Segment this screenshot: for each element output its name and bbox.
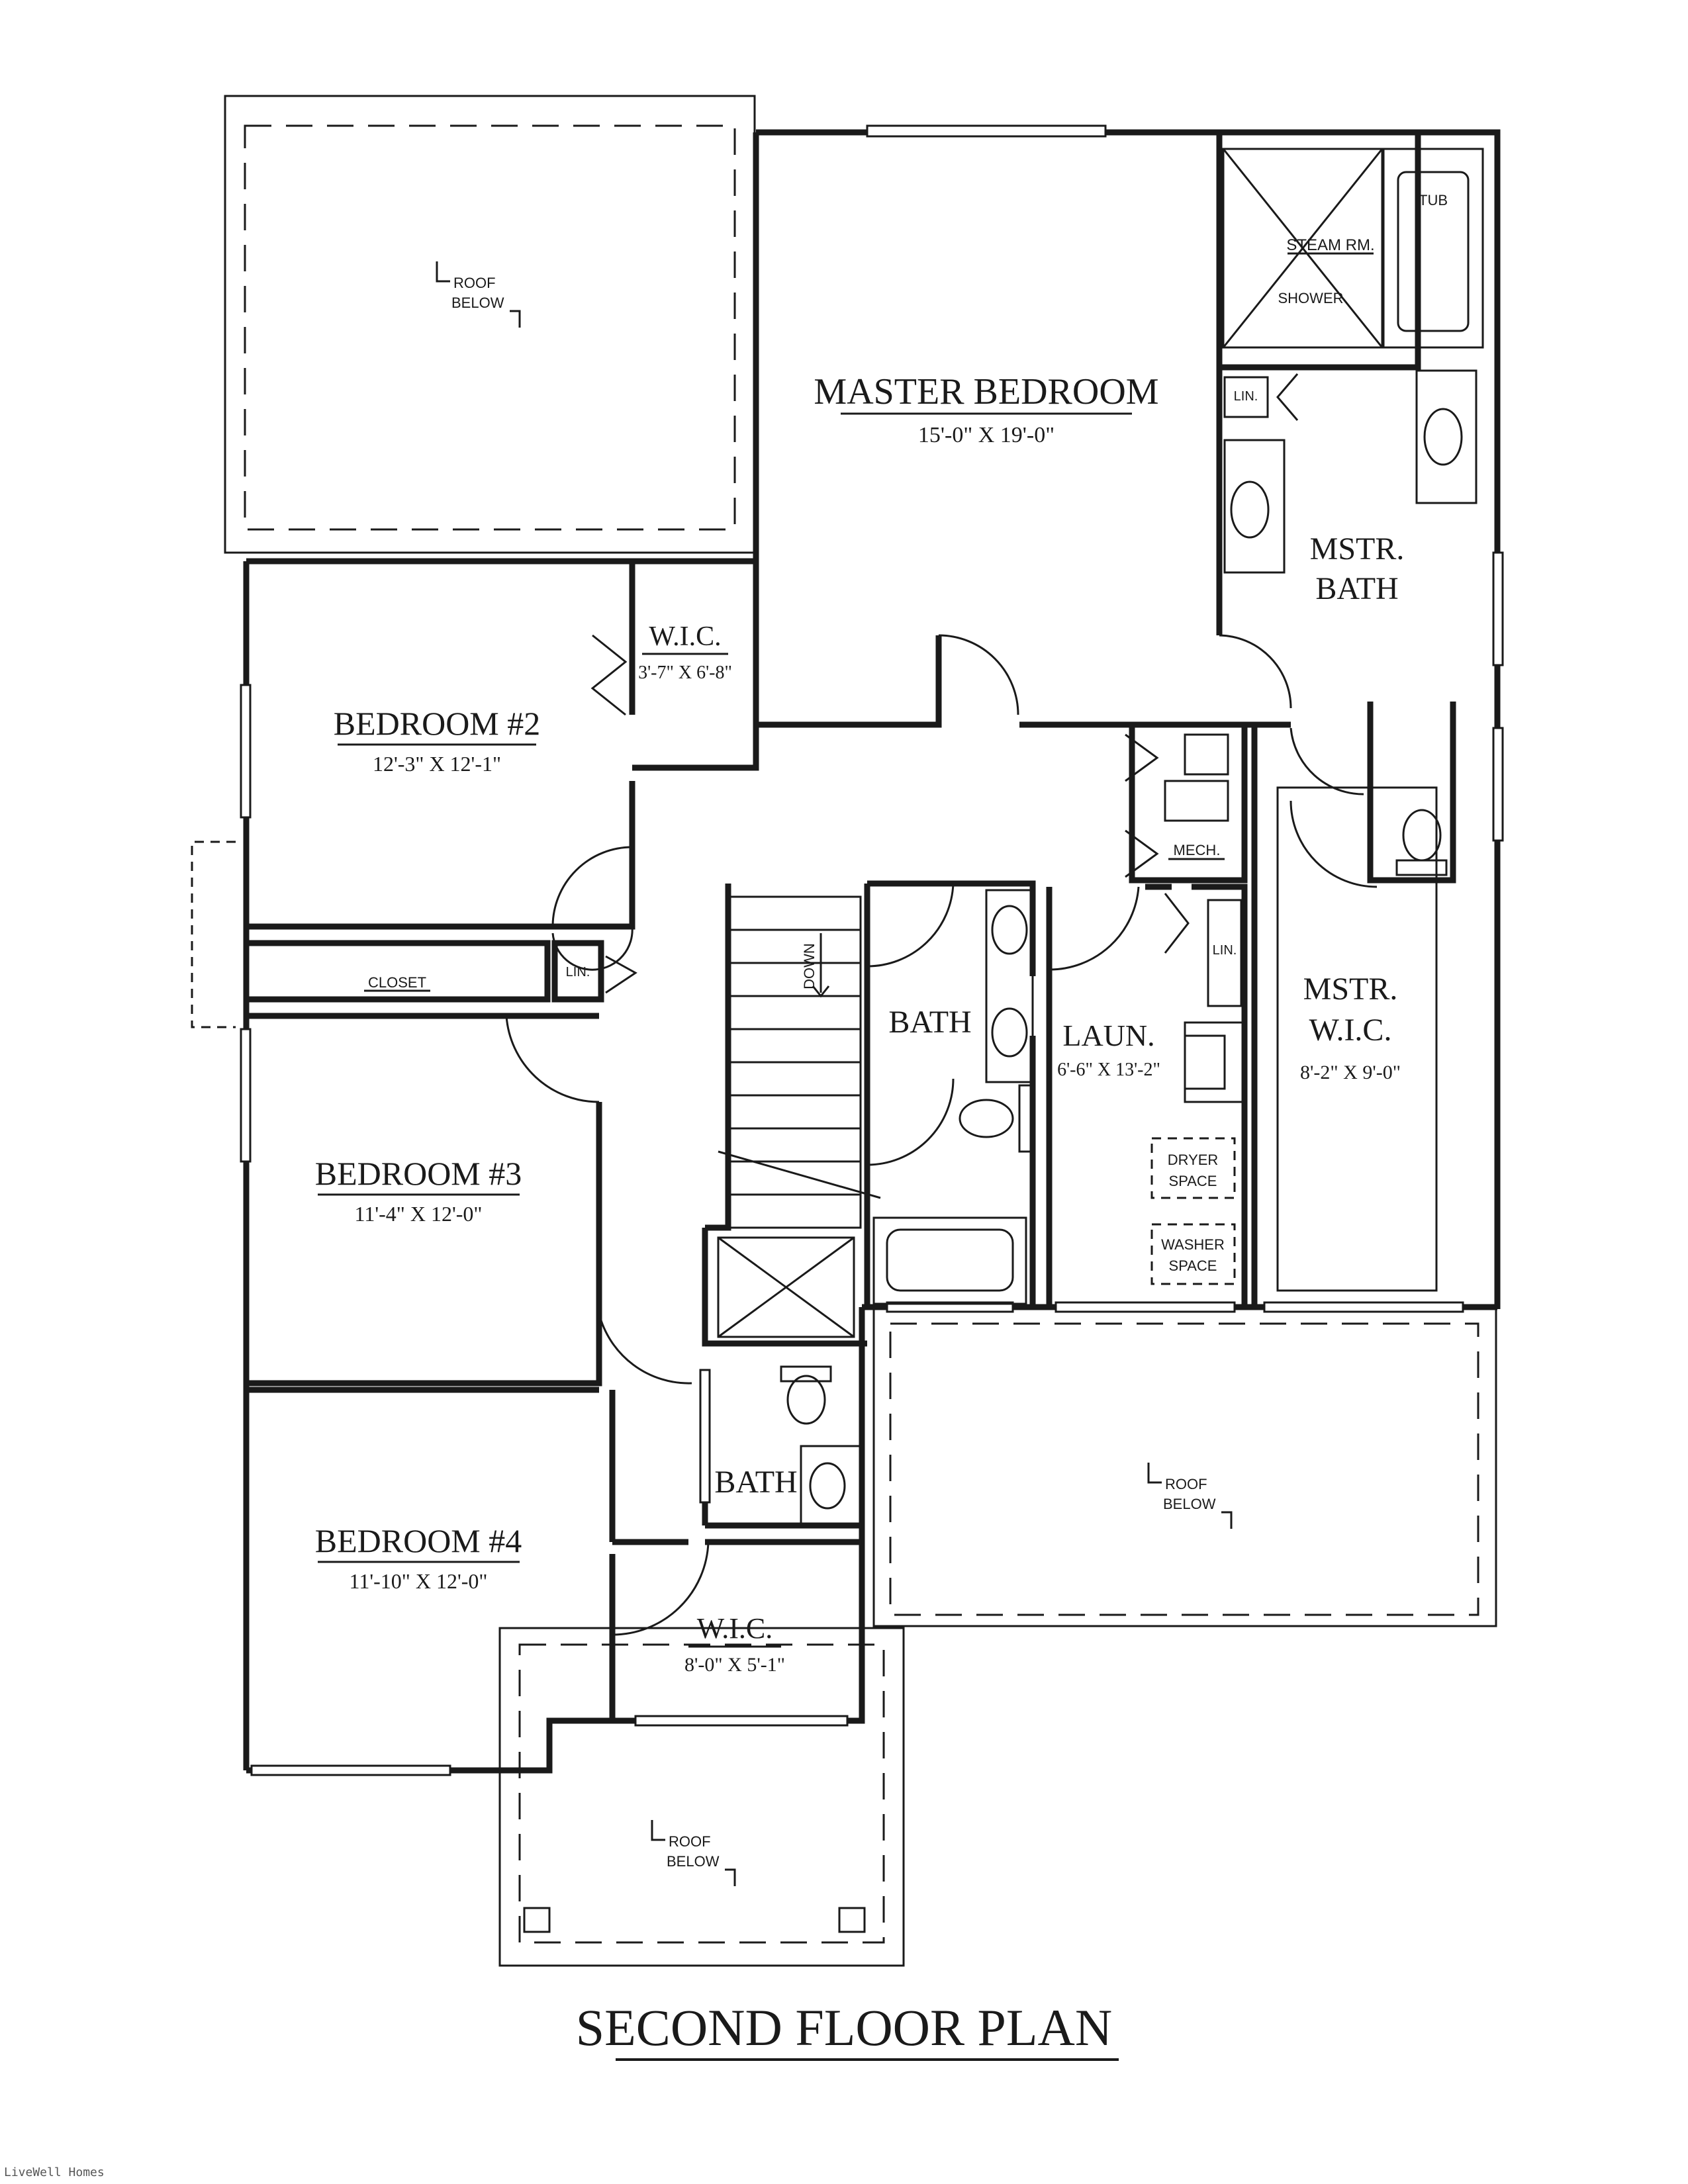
washer-label-1: WASHER: [1161, 1236, 1225, 1253]
room-labels: MASTER BEDROOM 15'-0" X 19'-0" BEDROOM #…: [315, 371, 1405, 1676]
master-bedroom-size: 15'-0" X 19'-0": [918, 423, 1055, 447]
lin-label-hall: LIN.: [566, 965, 590, 979]
svg-text:BELOW: BELOW: [451, 295, 504, 311]
mstr-bath-line1: MSTR.: [1310, 531, 1405, 567]
bath-lower-name: BATH: [714, 1465, 797, 1500]
mech-label: MECH.: [1174, 842, 1221, 858]
svg-text:ROOF: ROOF: [1165, 1476, 1207, 1492]
laundry-size: 6'-6" X 13'-2": [1057, 1060, 1160, 1080]
bedroom3-name: BEDROOM #3: [315, 1155, 522, 1192]
bedroom4-name: BEDROOM #4: [315, 1522, 522, 1559]
doors: [505, 373, 1378, 1636]
wic-bed4-size: 8'-0" X 5'-1": [684, 1654, 785, 1676]
dryer-label-1: DRYER: [1168, 1152, 1219, 1168]
wic-bed4-name: W.I.C.: [697, 1612, 773, 1645]
wic-bed2-size: 3'-7" X 6'-8": [638, 662, 732, 683]
windows: [240, 124, 1504, 1776]
watermark-text: LiveWell Homes: [4, 2165, 105, 2179]
mstr-wic-size: 8'-2" X 9'-0": [1300, 1062, 1401, 1083]
title-block: SECOND FLOOR PLAN: [576, 1999, 1119, 2061]
shower-label: SHOWER: [1278, 290, 1344, 306]
svg-text:ROOF: ROOF: [669, 1833, 711, 1850]
svg-text:BELOW: BELOW: [667, 1853, 720, 1870]
fixtures: [717, 148, 1484, 1527]
lin-label-master: LIN.: [1234, 389, 1258, 404]
washer-label-2: SPACE: [1169, 1257, 1217, 1274]
mstr-wic-line1: MSTR.: [1303, 972, 1398, 1007]
roof-note-bottom: ROOF BELOW: [651, 1820, 736, 1886]
svg-text:ROOF: ROOF: [453, 275, 496, 291]
roof-note-top: ROOF BELOW: [436, 261, 521, 328]
dryer-label-2: SPACE: [1169, 1173, 1217, 1189]
interior-walls: [243, 132, 1456, 1545]
bedroom3-size: 11'-4" X 12'-0": [355, 1202, 483, 1226]
bedroom2-name: BEDROOM #2: [334, 705, 541, 742]
mstr-bath-line2: BATH: [1315, 571, 1398, 606]
staircase: [718, 895, 881, 1229]
wic-bed2-name: W.I.C.: [649, 621, 721, 652]
bedroom4-size: 11'-10" X 12'-0": [350, 1569, 488, 1593]
lin-label-laundry: LIN.: [1213, 943, 1237, 958]
master-bedroom-name: MASTER BEDROOM: [814, 371, 1158, 412]
tub-label: TUB: [1419, 192, 1448, 208]
annotations: ROOF BELOW ROOF BELOW ROOF BELOW TUB STE…: [364, 192, 1448, 1886]
bedroom2-size: 12'-3" X 12'-1": [373, 752, 501, 776]
closet-label: CLOSET: [368, 974, 426, 991]
bath-center-name: BATH: [888, 1005, 971, 1040]
steam-room-label: STEAM RM.: [1286, 236, 1374, 254]
plan-title: SECOND FLOOR PLAN: [576, 1999, 1112, 2056]
roof-note-right: ROOF BELOW: [1147, 1463, 1233, 1529]
mstr-wic-line2: W.I.C.: [1309, 1013, 1392, 1048]
down-label: DOWN: [801, 943, 818, 989]
laundry-name: LAUN.: [1062, 1019, 1154, 1052]
svg-text:BELOW: BELOW: [1163, 1496, 1216, 1512]
